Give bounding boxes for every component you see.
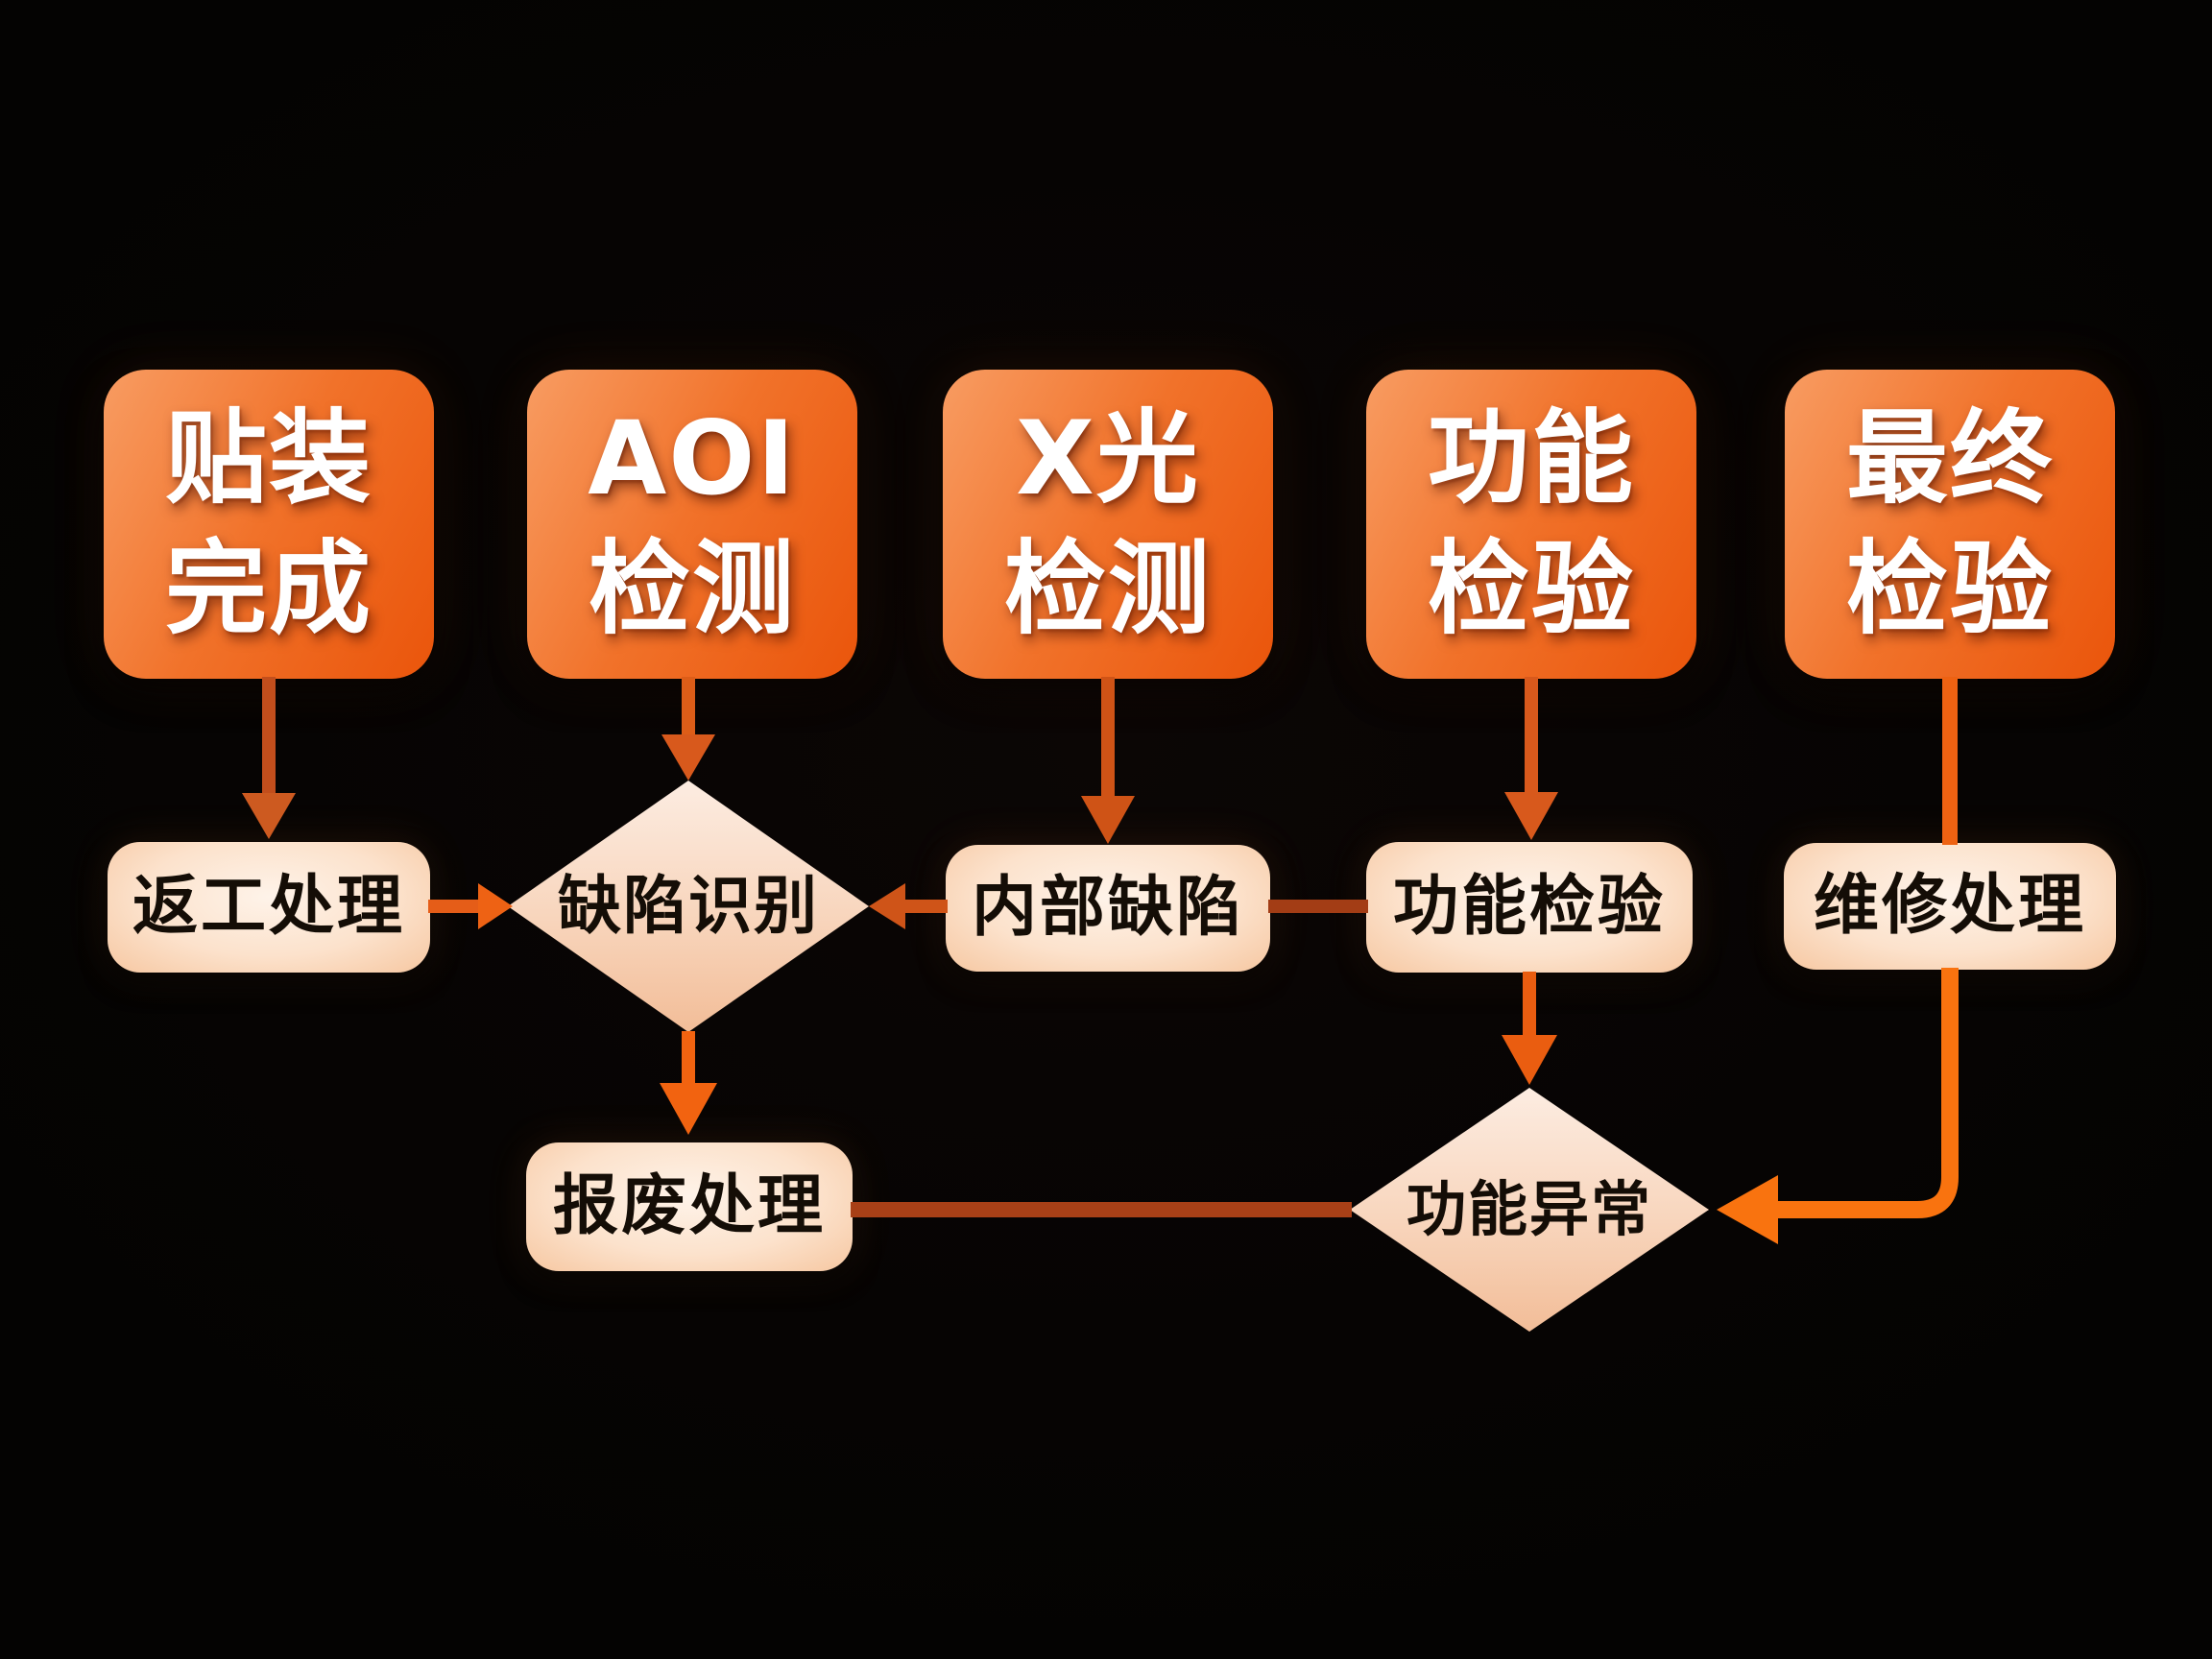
line-abnormal-to-scrap — [851, 1202, 1352, 1217]
node-function-inspection-top: 功能 检验 — [1366, 370, 1696, 679]
arrow-smt-to-rework — [262, 677, 276, 797]
node-label-line1: 贴装 — [165, 399, 373, 518]
node-label: 功能检验 — [1392, 869, 1666, 945]
node-label-line2: 检测 — [589, 530, 796, 648]
arrowhead-down-icon — [1502, 1035, 1557, 1085]
node-label-line2: 检测 — [1004, 530, 1212, 648]
node-function-inspection-mid: 功能检验 — [1366, 842, 1693, 973]
arrowhead-down-icon — [661, 734, 715, 781]
node-label-line1: AOI — [588, 399, 797, 518]
arrow-function-mid-to-abnormal — [1523, 972, 1536, 1039]
node-rework-handling: 返工处理 — [108, 842, 430, 973]
arrow-defect-to-scrap — [682, 1031, 695, 1087]
node-aoi-inspection: AOI 检测 — [527, 370, 857, 679]
node-defect-identification-decision: 缺陷识别 — [508, 781, 869, 1032]
arrow-aoi-to-defect — [682, 677, 695, 738]
arrowhead-down-icon — [1081, 796, 1135, 844]
arrow-function-top-to-mid — [1525, 677, 1538, 796]
node-label-line1: 功能 — [1428, 399, 1635, 518]
arrow-internal-defect-to-defect — [903, 900, 948, 913]
node-xray-inspection: X光 检测 — [943, 370, 1273, 679]
node-label: 功能异常 — [1406, 1174, 1652, 1244]
arrowhead-right-icon — [478, 883, 513, 929]
arrowhead-down-icon — [660, 1083, 717, 1135]
node-label: 返工处理 — [132, 869, 405, 945]
node-scrap-handling: 报废处理 — [526, 1142, 853, 1271]
node-internal-defect: 内部缺陷 — [946, 845, 1270, 972]
node-label: 内部缺陷 — [971, 870, 1244, 946]
node-label-line1: 最终 — [1846, 399, 2054, 518]
node-smt-placement-complete: 贴装 完成 — [104, 370, 434, 679]
node-final-inspection: 最终 检验 — [1785, 370, 2115, 679]
node-label-line2: 检验 — [1846, 530, 2054, 648]
node-label: 报废处理 — [552, 1168, 826, 1244]
node-label: 缺陷识别 — [558, 869, 819, 943]
node-label: 维修处理 — [1813, 868, 2086, 944]
arrowhead-down-icon — [242, 793, 296, 839]
arrowhead-left-icon — [869, 883, 905, 929]
node-label-line1: X光 — [1016, 399, 1200, 518]
arrow-xray-to-internal-defect — [1101, 677, 1115, 800]
node-repair-handling: 维修处理 — [1784, 843, 2116, 970]
line-final-to-repair — [1942, 677, 1958, 845]
node-label-line2: 检验 — [1428, 530, 1635, 648]
node-function-abnormal-decision: 功能异常 — [1350, 1088, 1709, 1332]
arrowhead-down-icon — [1504, 792, 1558, 840]
node-label-line2: 完成 — [165, 530, 373, 648]
arrow-rework-to-defect — [428, 900, 480, 913]
line-function-mid-to-internal-defect — [1268, 900, 1368, 913]
